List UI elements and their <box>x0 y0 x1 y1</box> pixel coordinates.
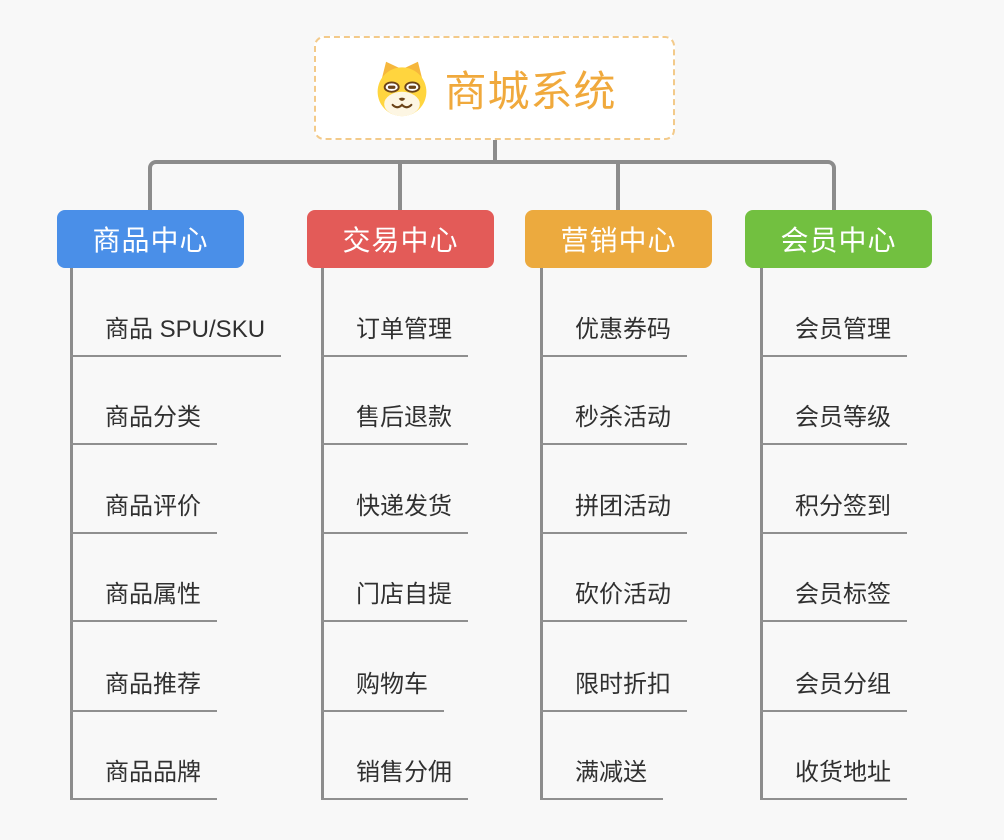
child-topic[interactable]: 限时折扣 <box>540 668 687 712</box>
root-connector-line <box>493 140 497 162</box>
child-topic[interactable]: 拼团活动 <box>540 490 687 534</box>
child-topic[interactable]: 积分签到 <box>760 490 907 534</box>
column-connector-line <box>321 268 324 800</box>
branch-children-trade: 订单管理 售后退款 快递发货 门店自提 购物车 销售分佣 <box>321 268 591 828</box>
child-topic[interactable]: 商品品牌 <box>70 756 217 800</box>
child-topic[interactable]: 门店自提 <box>321 578 468 622</box>
root-topic-title: 商城系统 <box>444 67 617 115</box>
child-topic[interactable]: 秒杀活动 <box>540 401 687 445</box>
child-topic[interactable]: 会员等级 <box>760 401 907 445</box>
child-topic[interactable]: 商品评价 <box>70 490 217 534</box>
child-topic[interactable]: 会员分组 <box>760 668 907 712</box>
child-topic[interactable]: 会员管理 <box>760 313 907 357</box>
branch-topic-trade-center[interactable]: 交易中心 <box>307 210 494 268</box>
child-topic[interactable]: 商品分类 <box>70 401 217 445</box>
column-connector-line <box>540 268 543 800</box>
child-topic[interactable]: 商品属性 <box>70 578 217 622</box>
child-topic[interactable]: 砍价活动 <box>540 578 687 622</box>
child-topic[interactable]: 会员标签 <box>760 578 907 622</box>
child-topic[interactable]: 订单管理 <box>321 313 468 357</box>
child-topic[interactable]: 优惠券码 <box>540 313 687 357</box>
child-topic[interactable]: 商品 SPU/SKU <box>70 313 282 357</box>
child-topic[interactable]: 满减送 <box>540 756 663 800</box>
branch-children-marketing: 优惠券码 秒杀活动 拼团活动 砍价活动 限时折扣 满减送 <box>540 268 810 828</box>
branch-topic-product-center[interactable]: 商品中心 <box>57 210 244 268</box>
branch-topic-member-center[interactable]: 会员中心 <box>745 210 932 268</box>
branch-connector-drop <box>398 162 402 210</box>
child-topic[interactable]: 收货地址 <box>760 756 907 800</box>
child-topic[interactable]: 购物车 <box>321 668 444 712</box>
branch-connector-drop <box>616 162 620 210</box>
column-connector-line <box>760 268 763 800</box>
column-connector-line <box>70 268 73 800</box>
branch-children-product: 商品 SPU/SKU 商品分类 商品评价 商品属性 商品推荐 商品品牌 <box>70 268 340 828</box>
branch-connector-frame <box>148 160 836 210</box>
root-topic[interactable]: 商城系统 <box>314 36 675 140</box>
branch-topic-marketing-center[interactable]: 营销中心 <box>525 210 712 268</box>
child-topic[interactable]: 售后退款 <box>321 401 468 445</box>
child-topic[interactable]: 快递发货 <box>321 490 468 534</box>
dog-face-icon <box>372 58 432 118</box>
branch-children-member: 会员管理 会员等级 积分签到 会员标签 会员分组 收货地址 <box>760 268 1004 828</box>
child-topic[interactable]: 销售分佣 <box>321 756 468 800</box>
child-topic[interactable]: 商品推荐 <box>70 668 217 712</box>
